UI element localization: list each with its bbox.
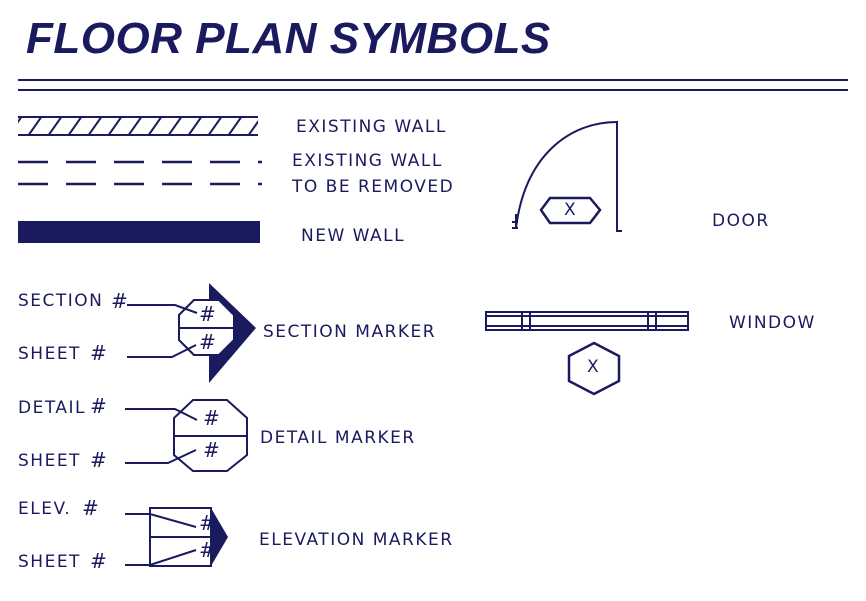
hatch-line <box>47 117 63 135</box>
detail-number-label: DETAIL <box>18 398 87 418</box>
existing-wall-removed-symbol <box>18 160 262 186</box>
hatch-line <box>227 117 243 135</box>
window-symbol <box>485 311 689 396</box>
detail-marker-label: DETAIL MARKER <box>260 428 416 448</box>
detail-number-hash: # <box>90 394 109 418</box>
existing-wall-removed-label-1: EXISTING WALL <box>292 151 443 171</box>
hatch-line <box>247 119 258 135</box>
elevation-marker-label: ELEVATION MARKER <box>259 530 454 550</box>
detail-top-hash: # <box>203 406 222 430</box>
hatch-line <box>107 117 123 135</box>
hatch-line <box>207 117 223 135</box>
window-label: WINDOW <box>729 313 816 333</box>
detail-bottom-hash: # <box>203 438 222 462</box>
hatch-line <box>187 117 203 135</box>
existing-wall-symbol <box>18 116 258 136</box>
door-label: DOOR <box>712 211 770 231</box>
hatch-line <box>127 117 143 135</box>
elevation-marker-symbol <box>125 507 228 567</box>
detail-sheet-label: SHEET <box>18 451 81 471</box>
existing-wall-label: EXISTING WALL <box>296 117 447 137</box>
elevation-sheet-hash: # <box>90 549 109 573</box>
window-tag-shape <box>567 341 621 396</box>
existing-wall-removed-label-2: TO BE REMOVED <box>292 177 455 197</box>
hatch-line <box>147 117 163 135</box>
door-symbol <box>512 121 622 232</box>
section-sheet-hash: # <box>90 341 109 365</box>
hatch-line <box>167 117 183 135</box>
detail-marker-symbol <box>125 399 248 472</box>
window-tag-text: X <box>587 357 601 377</box>
hatch-line <box>18 117 23 124</box>
hatch-line <box>27 117 43 135</box>
section-top-hash: # <box>199 302 218 326</box>
new-wall-label: NEW WALL <box>301 226 406 246</box>
section-marker-label: SECTION MARKER <box>263 322 437 342</box>
door-tag-shape <box>539 196 602 225</box>
hatch-line <box>87 117 103 135</box>
section-number-hash: # <box>111 289 130 313</box>
section-bottom-hash: # <box>199 330 218 354</box>
hatch-line <box>67 117 83 135</box>
section-sheet-label: SHEET <box>18 344 81 364</box>
elevation-bottom-hash: # <box>199 538 218 562</box>
door-tag-text: X <box>564 200 578 220</box>
detail-sheet-hash: # <box>90 448 109 472</box>
new-wall-symbol <box>18 221 260 243</box>
elevation-sheet-label: SHEET <box>18 552 81 572</box>
elevation-number-label: ELEV. <box>18 499 72 519</box>
elevation-number-hash: # <box>82 496 101 520</box>
elevation-top-hash: # <box>199 511 218 535</box>
page-title: FLOOR PLAN SYMBOLS <box>26 14 551 63</box>
section-number-label: SECTION <box>18 291 104 311</box>
section-marker-symbol <box>127 283 256 383</box>
